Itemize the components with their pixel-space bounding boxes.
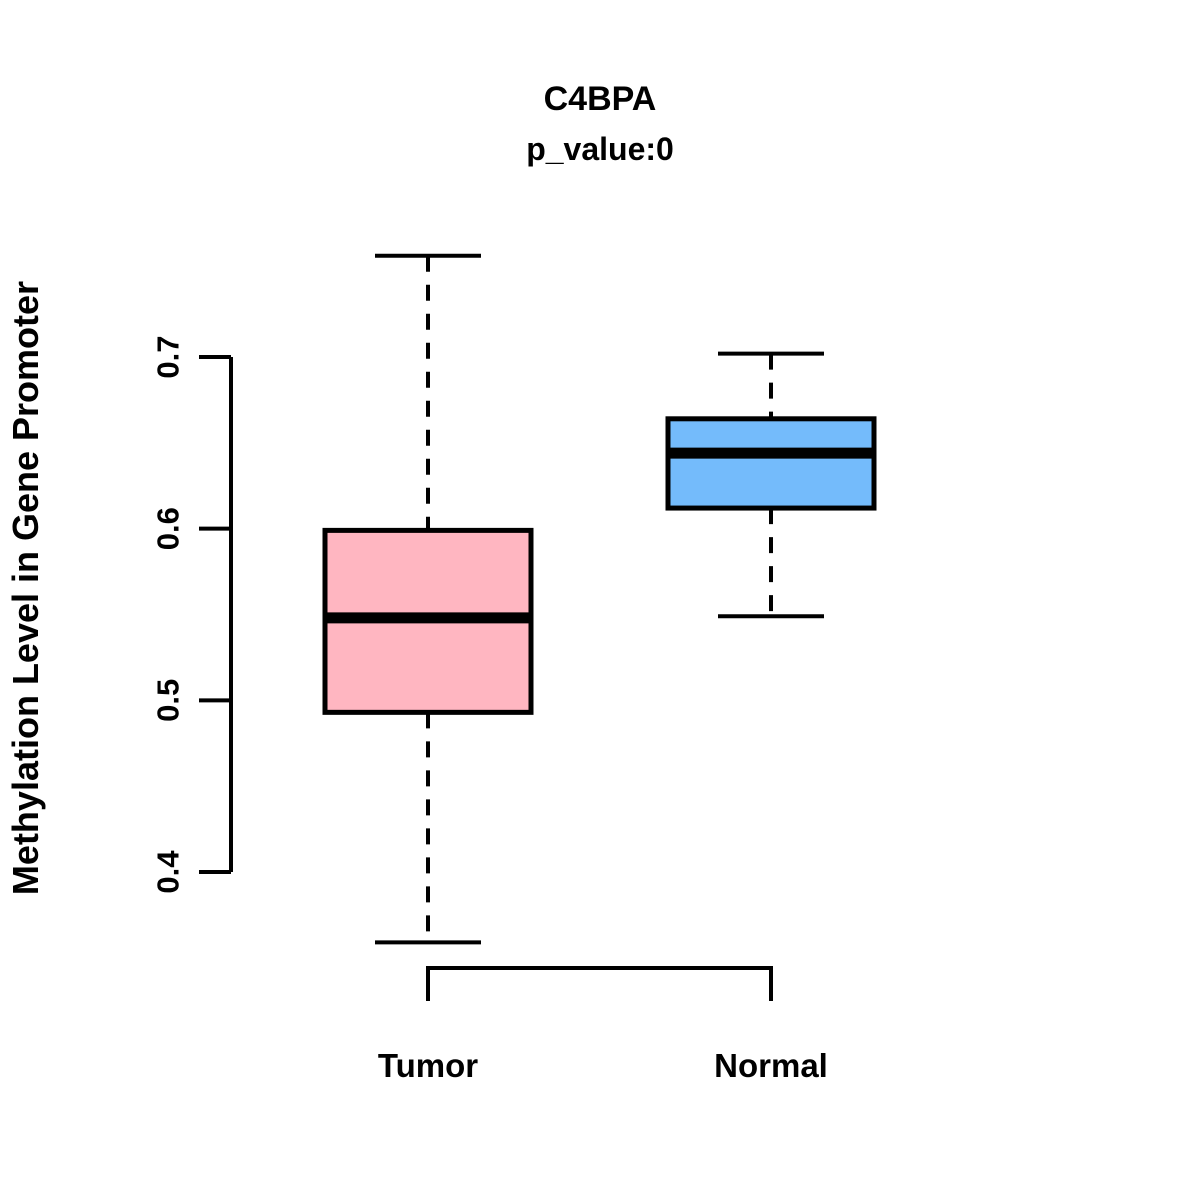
box-tumor <box>322 253 534 945</box>
y-tick-label: 0.6 <box>151 507 186 550</box>
y-tick-label: 0.7 <box>151 335 186 378</box>
x-axis-bracket <box>426 966 773 1001</box>
y-axis-label: Methylation Level in Gene Promoter <box>5 281 46 895</box>
x-axis-category-labels: Tumor Normal <box>378 1047 828 1084</box>
y-axis-tick-labels: 0.4 0.5 0.6 0.7 <box>151 335 186 893</box>
x-tick-label-normal: Normal <box>714 1047 828 1084</box>
box-series <box>322 253 877 945</box>
chart-subtitle: p_value:0 <box>526 131 674 167</box>
box-body <box>665 416 877 511</box>
y-tick-label: 0.4 <box>151 850 186 894</box>
x-tick-label-tumor: Tumor <box>378 1047 478 1084</box>
y-axis <box>199 355 233 874</box>
box-normal <box>665 351 877 619</box>
x-axis <box>426 966 773 1001</box>
y-tick-label: 0.5 <box>151 679 186 722</box>
chart-title: C4BPA <box>544 80 657 118</box>
